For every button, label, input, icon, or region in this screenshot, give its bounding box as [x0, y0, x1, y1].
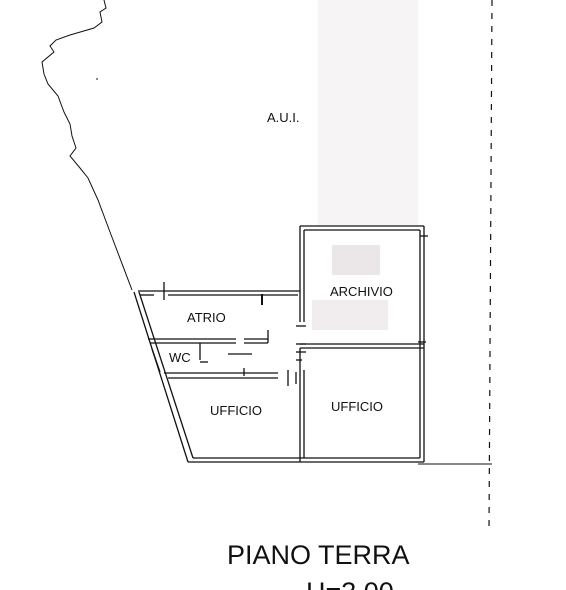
right-boundary-dashed-line: [488, 0, 493, 531]
room-label-atrio: ATRIO: [187, 310, 226, 325]
lot-boundary-line: [41, 0, 133, 291]
floor-height-label: H=3.00: [306, 577, 394, 590]
outer-wall-slanted-outer: [133, 291, 189, 463]
room-label-wc: WC: [169, 350, 191, 365]
room-label-aui: A.U.I.: [267, 110, 300, 125]
wc-divider: [151, 348, 161, 373]
room-label-archivio: ARCHIVIO: [330, 284, 393, 299]
building-walls: [133, 225, 428, 463]
scan-smudges: [312, 0, 418, 330]
floor-title: PIANO TERRA: [227, 540, 410, 570]
outer-wall-slanted-inner: [138, 291, 194, 459]
room-label-ufficio-right: UFFICIO: [331, 399, 383, 414]
room-label-ufficio-left: UFFICIO: [210, 403, 262, 418]
